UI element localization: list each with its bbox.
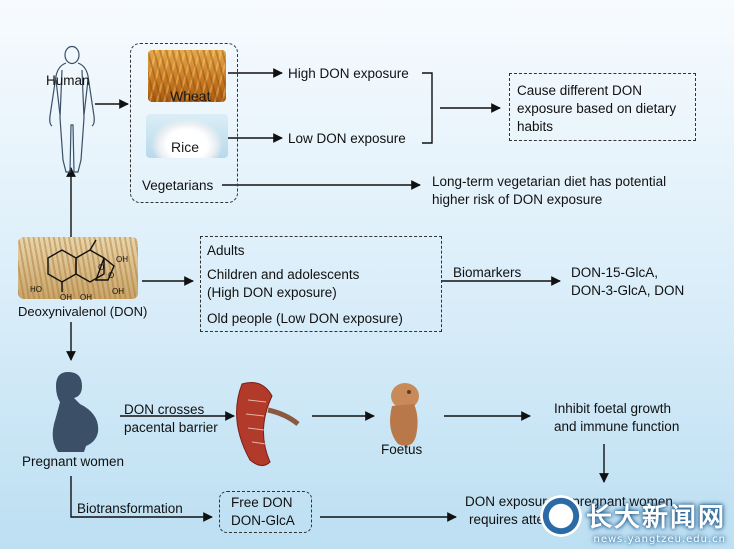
molecule-oh-2: OH [112,287,124,296]
cause-box [509,73,696,141]
wheat-image [148,50,226,102]
molecule-o-2: O [108,271,114,280]
children-line-2: (High DON exposure) [207,285,337,300]
crosses-line-1: DON crosses [124,402,205,417]
biomarker-line-1: DON-15-GlcA, [571,265,659,280]
don-label: Deoxynivalenol (DON) [18,304,148,319]
free-don-line-1: Free DON [231,495,293,510]
bracket-exposure [422,72,433,144]
free-don-box [219,491,312,533]
free-don-line-2: DON-GlcA [231,513,295,528]
crosses-line-2: pacental barrier [124,420,218,435]
molecule-o-1: O [98,263,104,272]
cause-line-2: exposure based on dietary [517,101,677,116]
cause-line-3: habits [517,119,554,134]
molecule-ho: HO [30,285,42,294]
foetus-label: Foetus [381,442,423,457]
cause-line-1: Cause different DON [517,83,643,98]
old-people-label: Old people (Low DON exposure) [207,311,403,326]
veg-risk-line-2: higher risk of DON exposure [432,192,603,207]
human-label: Human [46,73,90,88]
population-box [200,236,442,332]
biomarker-line-2: DON-3-GlcA, DON [571,283,685,298]
line-pregnant-to-biotrans [70,476,213,522]
vegetarians-label: Vegetarians [142,178,214,193]
molecule-oh-4: OH [80,293,92,302]
molecule-oh-3: OH [60,293,72,302]
watermark-brand: 长大新闻网 [585,503,726,533]
adults-label: Adults [207,243,245,258]
watermark: 长大新闻网 news.yangtzeu.edu.cn [586,497,726,545]
biotransformation-label: Biotransformation [77,501,183,516]
food-group-box [130,43,238,203]
don-molecule-backdrop [18,237,138,299]
university-seal-icon [540,495,582,537]
rice-label: Rice [171,139,200,155]
veg-risk-line-1: Long-term vegetarian diet has potential [432,174,667,189]
high-exposure-label: High DON exposure [288,66,409,81]
biomarkers-label: Biomarkers [453,265,522,280]
pregnant-label: Pregnant women [22,454,125,469]
watermark-url: news.yangtzeu.edu.cn [593,534,726,545]
wheat-label: Wheat [170,88,211,104]
inhibit-line-2: and immune function [554,419,680,434]
inhibit-line-1: Inhibit foetal growth [554,401,672,416]
low-exposure-label: Low DON exposure [288,131,406,146]
molecule-oh-1: OH [116,255,128,264]
children-line-1: Children and adolescents [207,267,360,282]
rice-image [146,114,228,158]
